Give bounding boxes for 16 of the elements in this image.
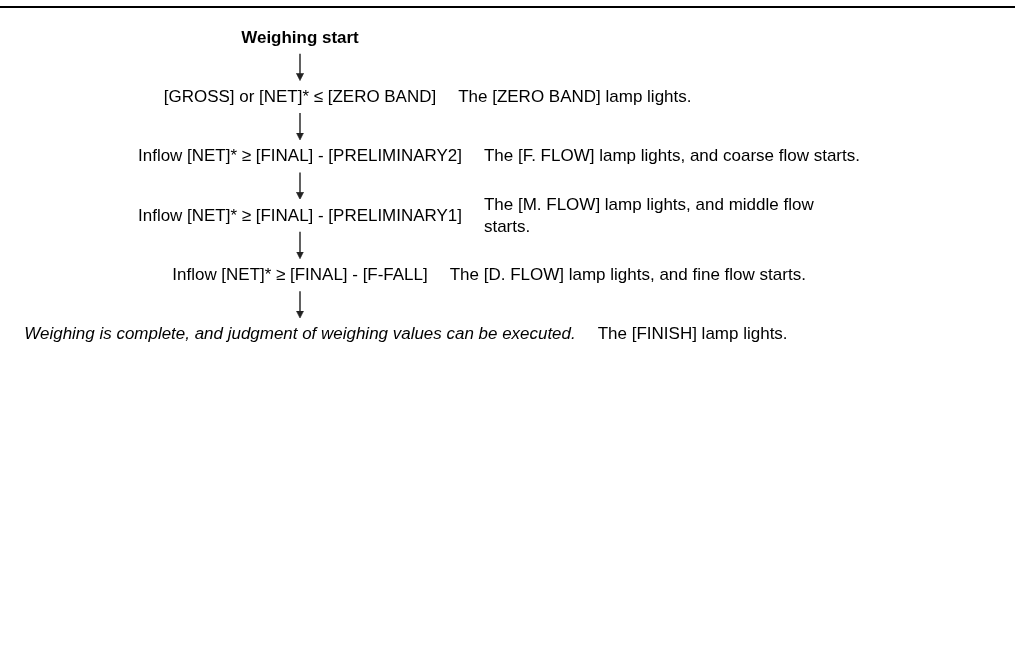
arrow (296, 112, 304, 141)
node-text: Inflow [NET]* ≥ [FINAL] - [F-FALL] (172, 264, 428, 284)
arrow (296, 231, 304, 259)
arrow (296, 171, 304, 200)
step-note: The [M. FLOW] lamp lights, and middle flow starts. (483, 193, 815, 238)
step-note: The [D. FLOW] lamp lights, and fine flow starts. (449, 263, 807, 286)
step-note: The [FINISH] lamp lights. (597, 323, 789, 346)
node-text: Weighing is complete, and judgment of weighing values can be executed. (24, 324, 576, 344)
node-text: Inflow [NET]* ≥ [FINAL] - [PRELIMINARY2] (138, 146, 462, 165)
arrow (296, 290, 304, 319)
step-note: The [F. FLOW] lamp lights, and coarse flow starts. (483, 145, 861, 168)
arrow (296, 53, 304, 81)
node-text: [GROSS] or [NET]* ≤ [ZERO BAND] (163, 86, 437, 106)
step-note: The [ZERO BAND] lamp lights. (458, 85, 693, 108)
node-text: Weighing start (241, 27, 359, 47)
node-text: Inflow [NET]* ≥ [FINAL] - [PRELIMINARY1] (138, 205, 462, 225)
